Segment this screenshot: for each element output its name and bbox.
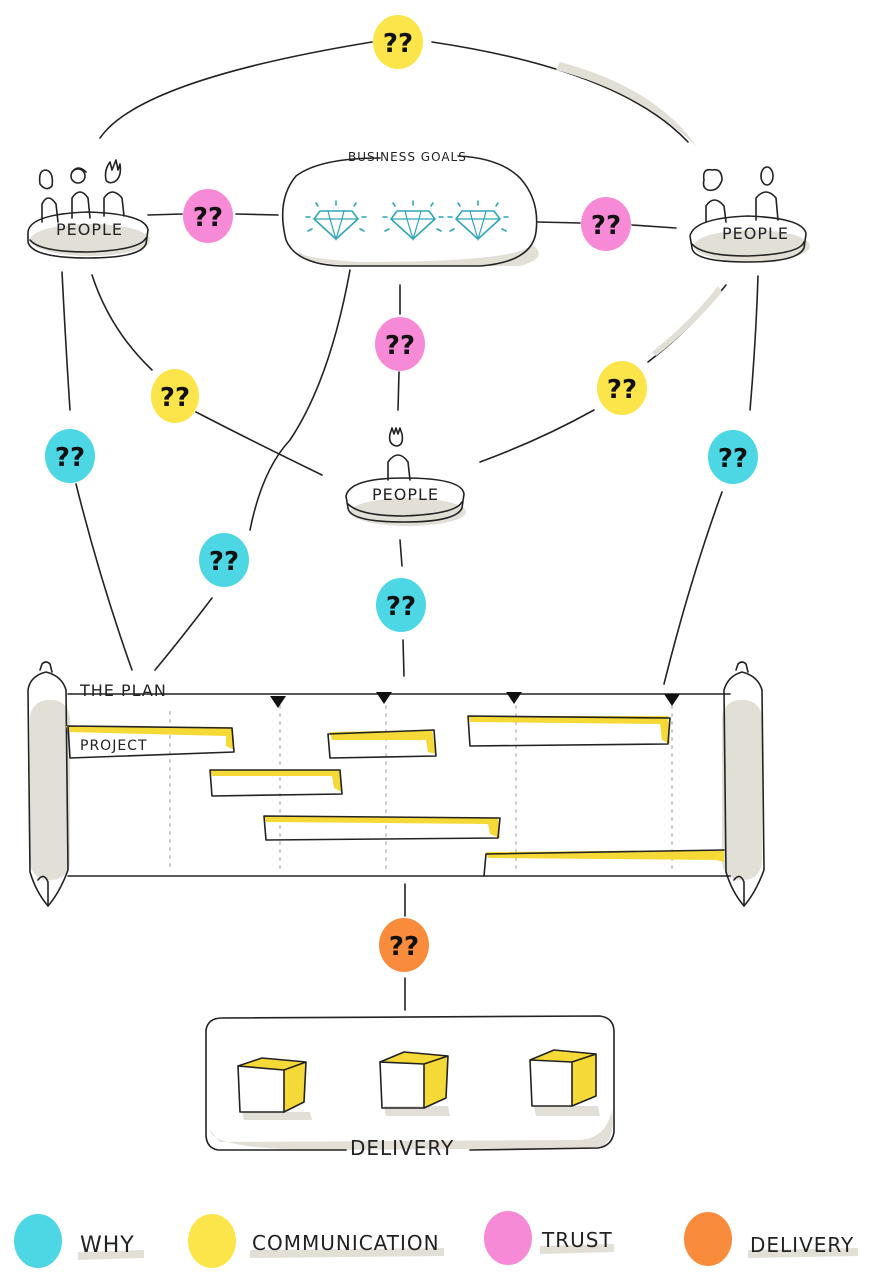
- svg-text:??: ??: [160, 383, 190, 413]
- link-left-comm-bottom: [195, 411, 323, 476]
- diamond-icon: [305, 200, 367, 242]
- legend-item-trust: TRUST: [484, 1211, 614, 1265]
- svg-text:??: ??: [385, 331, 415, 361]
- people-group-left: PEOPLE: [27, 159, 150, 259]
- diamond-icon: [382, 200, 444, 242]
- svg-text:??: ??: [193, 203, 223, 233]
- legend-item-delivery: DELIVERY: [684, 1212, 858, 1266]
- link-goals-trust-center-bottom: [397, 371, 400, 411]
- link-left-comm-top: [91, 274, 153, 371]
- person-icon: [70, 167, 91, 219]
- svg-text:??: ??: [389, 932, 419, 962]
- delivery-bubble: ??: [379, 918, 429, 972]
- svg-text:??: ??: [383, 29, 413, 59]
- business-goals-outline: [281, 155, 538, 267]
- link-center-why-bottom: [402, 639, 405, 677]
- why-bubble-center: ??: [376, 578, 426, 632]
- plan-roller-left: [27, 671, 69, 907]
- why-bubble-goals: ??: [199, 533, 249, 587]
- connectors: [61, 41, 759, 1011]
- trust-bubble-center: ??: [375, 317, 425, 371]
- legend-item-why: WHY: [14, 1214, 144, 1268]
- person-icon: [103, 159, 125, 217]
- person-icon: [38, 169, 59, 223]
- link-right-comm-bottom: [479, 409, 595, 463]
- business-goals-cloud: BUSINESS GOALS: [281, 150, 539, 267]
- box-icon: [379, 1051, 450, 1116]
- business-goals-label: BUSINESS GOALS: [348, 150, 467, 164]
- delivery-outline: [205, 1015, 615, 1151]
- people-center-label: PEOPLE: [372, 485, 439, 504]
- milestone-marker-icon: [376, 692, 392, 704]
- plan-scroll: THE PLAN PROJECT: [27, 661, 765, 907]
- link-right-why-bottom: [663, 491, 723, 685]
- plan-title: THE PLAN: [79, 681, 167, 700]
- top-arc-right: [431, 41, 689, 143]
- legend-label-why: WHY: [80, 1233, 135, 1258]
- plan-roller-right: [723, 671, 765, 907]
- project-bar-4: [209, 769, 343, 797]
- link-left-why-top: [61, 271, 71, 411]
- link-trust-people-right: [631, 224, 677, 229]
- delivery-label: DELIVERY: [350, 1136, 454, 1160]
- svg-text:??: ??: [55, 443, 85, 473]
- milestone-marker-icon: [506, 692, 522, 704]
- people-center-plinth: [345, 477, 465, 523]
- link-center-why-top: [399, 539, 403, 567]
- svg-text:??: ??: [209, 547, 239, 577]
- legend-label-communication: COMMUNICATION: [252, 1231, 440, 1255]
- legend: WHY COMMUNICATION TRUST DELIVERY: [14, 1211, 858, 1268]
- svg-text:??: ??: [591, 211, 621, 241]
- project-bar-2: [327, 729, 437, 759]
- people-left-plinth: [27, 211, 149, 259]
- communication-bubble-top: ??: [373, 15, 423, 69]
- person-icon: [755, 166, 779, 221]
- project-bar-3: [467, 715, 671, 747]
- box-icon: [237, 1057, 312, 1120]
- why-bubble-left: ??: [45, 429, 95, 483]
- project-label: PROJECT: [80, 738, 148, 754]
- project-bar-6: [483, 849, 725, 877]
- link-right-why-top: [749, 275, 759, 411]
- question-bubbles: ?? ?? ?? ?? ?? ?? ?? ??: [45, 15, 758, 972]
- people-left-label: PEOPLE: [56, 220, 123, 239]
- trust-bubble-right: ??: [581, 197, 631, 251]
- project-bar-5: [263, 815, 501, 841]
- svg-text:??: ??: [718, 444, 748, 474]
- top-arc-left: [99, 41, 373, 139]
- link-trust-goals: [235, 213, 279, 216]
- communication-bubble-left: ??: [151, 369, 199, 423]
- people-right-label: PEOPLE: [722, 224, 789, 243]
- people-right-plinth: [689, 215, 807, 263]
- svg-text:??: ??: [607, 375, 637, 405]
- milestone-marker-icon: [664, 694, 680, 706]
- milestone-marker-icon: [270, 696, 286, 708]
- link-left-why-bottom: [75, 483, 133, 671]
- link-goals-trust-right: [537, 221, 581, 224]
- legend-item-communication: COMMUNICATION: [188, 1214, 444, 1268]
- link-goals-why-top: [249, 269, 351, 531]
- legend-label-delivery: DELIVERY: [750, 1233, 854, 1257]
- project-bar-1: PROJECT: [66, 725, 235, 759]
- link-people-left-trust: [147, 213, 183, 216]
- person-icon: [702, 168, 727, 223]
- person-icon: [387, 427, 411, 481]
- people-group-right: PEOPLE: [689, 166, 810, 263]
- people-group-center: PEOPLE: [345, 427, 466, 526]
- plan-sheet-edges: [67, 693, 731, 877]
- diamond-icon: [447, 200, 509, 242]
- trust-bubble-left: ??: [183, 189, 233, 243]
- delivery-container: DELIVERY: [205, 1015, 615, 1160]
- why-bubble-right: ??: [708, 430, 758, 484]
- svg-text:??: ??: [386, 592, 416, 622]
- box-icon: [529, 1049, 600, 1116]
- link-goals-why-bottom: [154, 597, 213, 671]
- legend-label-trust: TRUST: [541, 1228, 613, 1252]
- communication-bubble-right: ??: [597, 361, 647, 415]
